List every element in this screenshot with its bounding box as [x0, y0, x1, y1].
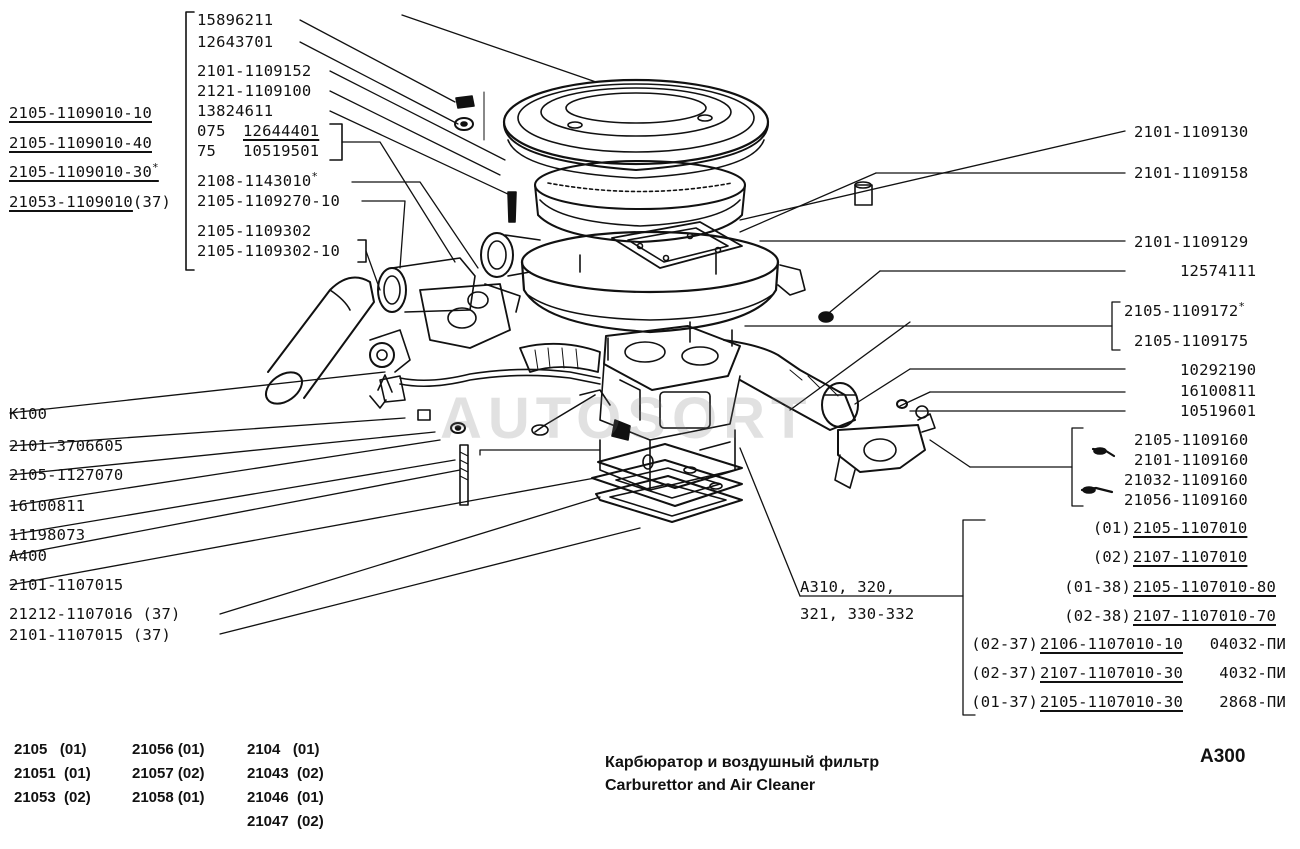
label-2105-1109172: 2105-1109172*	[1124, 300, 1246, 320]
label-2105-1109175: 2105-1109175	[1134, 332, 1249, 350]
label-10519501: 10519501	[243, 142, 320, 160]
applicability-column: 2105 (01) 21051 (01) 21053 (02)	[14, 738, 91, 810]
label-15896211: 15896211	[197, 11, 274, 29]
label-2101-3706605: 2101-3706605	[9, 437, 124, 455]
label-10519601: 10519601	[1180, 402, 1257, 420]
small-fasteners-top	[454, 91, 873, 323]
label-11198073: 11198073	[9, 526, 86, 544]
applicability-entry: 21047 (02)	[247, 813, 324, 830]
heater-tube	[723, 339, 859, 431]
carb-variant: (02-38)	[1064, 607, 1131, 625]
spacer-gaskets	[591, 443, 743, 523]
label-2105-1109160: 2105-1109160	[1134, 431, 1249, 449]
applicability-column: 2104 (01) 21043 (02) 21046 (01) 21047 (02)	[247, 738, 324, 834]
carb-variant: (01-38)	[1064, 578, 1131, 596]
label-21212-1107016: 21212-1107016 (37)	[9, 605, 181, 623]
applicability-entry: 21058 (01)	[132, 789, 205, 806]
intake-hose	[264, 276, 375, 405]
applicability-entry: 21057 (02)	[132, 765, 205, 782]
label-k100: K100	[9, 405, 48, 423]
label-075: 075	[197, 122, 226, 140]
label-2105-1109270-10: 2105-1109270-10	[197, 192, 340, 210]
label-2105-1127070: 2105-1127070	[9, 466, 124, 484]
air-cleaner-housing	[480, 221, 806, 334]
carb-code: 2105-1107010-30	[1040, 693, 1183, 711]
label-2101-1109158: 2101-1109158	[1134, 164, 1249, 182]
label-2101-1109152: 2101-1109152	[197, 62, 312, 80]
title-russian: Карбюратор и воздушный фильтр	[605, 754, 880, 771]
label-2105-1109010-10: 2105-1109010-10	[9, 104, 152, 122]
carburettor	[399, 321, 741, 491]
label-12574111: 12574111	[1180, 262, 1257, 280]
applicability-entry: 2104 (01)	[247, 741, 320, 758]
applicability-entry: 21046 (01)	[247, 789, 324, 806]
filter-element	[534, 160, 746, 243]
carb-code: 2107-1107010	[1133, 548, 1248, 566]
temperature-regulator	[369, 257, 521, 393]
applicability-entry: 21053 (02)	[14, 789, 91, 806]
carb-gost-code: 04032-ПИ	[1209, 635, 1286, 653]
watermark: AUTOSORT	[440, 386, 813, 451]
label-2105-1109302-10: 2105-1109302-10	[197, 242, 340, 260]
label-a321: 321, 330-332	[800, 605, 915, 623]
carb-variant: (02-37)	[971, 664, 1038, 682]
page-code: A300	[1200, 746, 1246, 767]
label-2101-1107015-37: 2101-1107015 (37)	[9, 626, 172, 644]
label-75: 75	[197, 142, 217, 160]
label-2121-1109100: 2121-1109100	[197, 82, 312, 100]
carb-gost-code: 4032-ПИ	[1219, 664, 1286, 682]
label-12643701: 12643701	[197, 33, 274, 51]
exhaust-flange	[834, 399, 936, 489]
carb-code: 2105-1107010-80	[1133, 578, 1276, 596]
page-title: Карбюратор и воздушный фильтр Carburetto…	[605, 751, 879, 797]
carb-code: 2107-1107010-70	[1133, 607, 1276, 625]
applicability-entry: 21051 (01)	[14, 765, 91, 782]
label-2105-1109010-30: 2105-1109010-30*	[9, 161, 159, 181]
label-21053-1109010: 21053-1109010(37)	[9, 193, 172, 211]
title-english: Carburettor and Air Cleaner	[605, 777, 816, 794]
leader-lines-left	[9, 14, 641, 635]
label-2105-1109302: 2105-1109302	[197, 222, 312, 240]
label-21032-1109160: 21032-1109160	[1124, 471, 1248, 489]
label-13824611: 13824611	[197, 102, 274, 120]
label-2101-1107015: 2101-1107015	[9, 576, 124, 594]
applicability-column: 21056 (01) 21057 (02) 21058 (01)	[132, 738, 205, 810]
label-2101-1109130: 2101-1109130	[1134, 123, 1249, 141]
carb-code: 2105-1107010	[1133, 519, 1248, 537]
carb-code: 2107-1107010-30	[1040, 664, 1183, 682]
carb-code: 2106-1107010-10	[1040, 635, 1183, 653]
label-16100811-right: 16100811	[1180, 382, 1257, 400]
label-2108-1143010: 2108-1143010*	[197, 170, 319, 190]
carb-gost-code: 2868-ПИ	[1219, 693, 1286, 711]
label-a310: A310, 320,	[800, 578, 896, 596]
carb-variant: (01)	[1092, 519, 1131, 537]
carb-variant: (02)	[1092, 548, 1131, 566]
air-cleaner-lid	[502, 78, 770, 179]
label-10292190: 10292190	[1180, 361, 1257, 379]
label-12644401: 12644401	[243, 122, 320, 140]
applicability-entry: 21056 (01)	[132, 741, 205, 758]
label-2105-1109010-40: 2105-1109010-40	[9, 134, 152, 152]
label-21056-1109160: 21056-1109160	[1124, 491, 1248, 509]
label-2101-1109129: 2101-1109129	[1134, 233, 1249, 251]
carb-variant: (01-37)	[971, 693, 1038, 711]
label-a400: A400	[9, 547, 48, 565]
applicability-entry: 21043 (02)	[247, 765, 324, 782]
applicability-entry: 2105 (01)	[14, 741, 87, 758]
label-2101-1109160: 2101-1109160	[1134, 451, 1249, 469]
carb-variant: (02-37)	[971, 635, 1038, 653]
studs-and-washers	[369, 375, 469, 506]
bolt-icons-right	[1080, 447, 1116, 494]
label-16100811: 16100811	[9, 497, 86, 515]
leader-lines-right	[479, 130, 1126, 716]
